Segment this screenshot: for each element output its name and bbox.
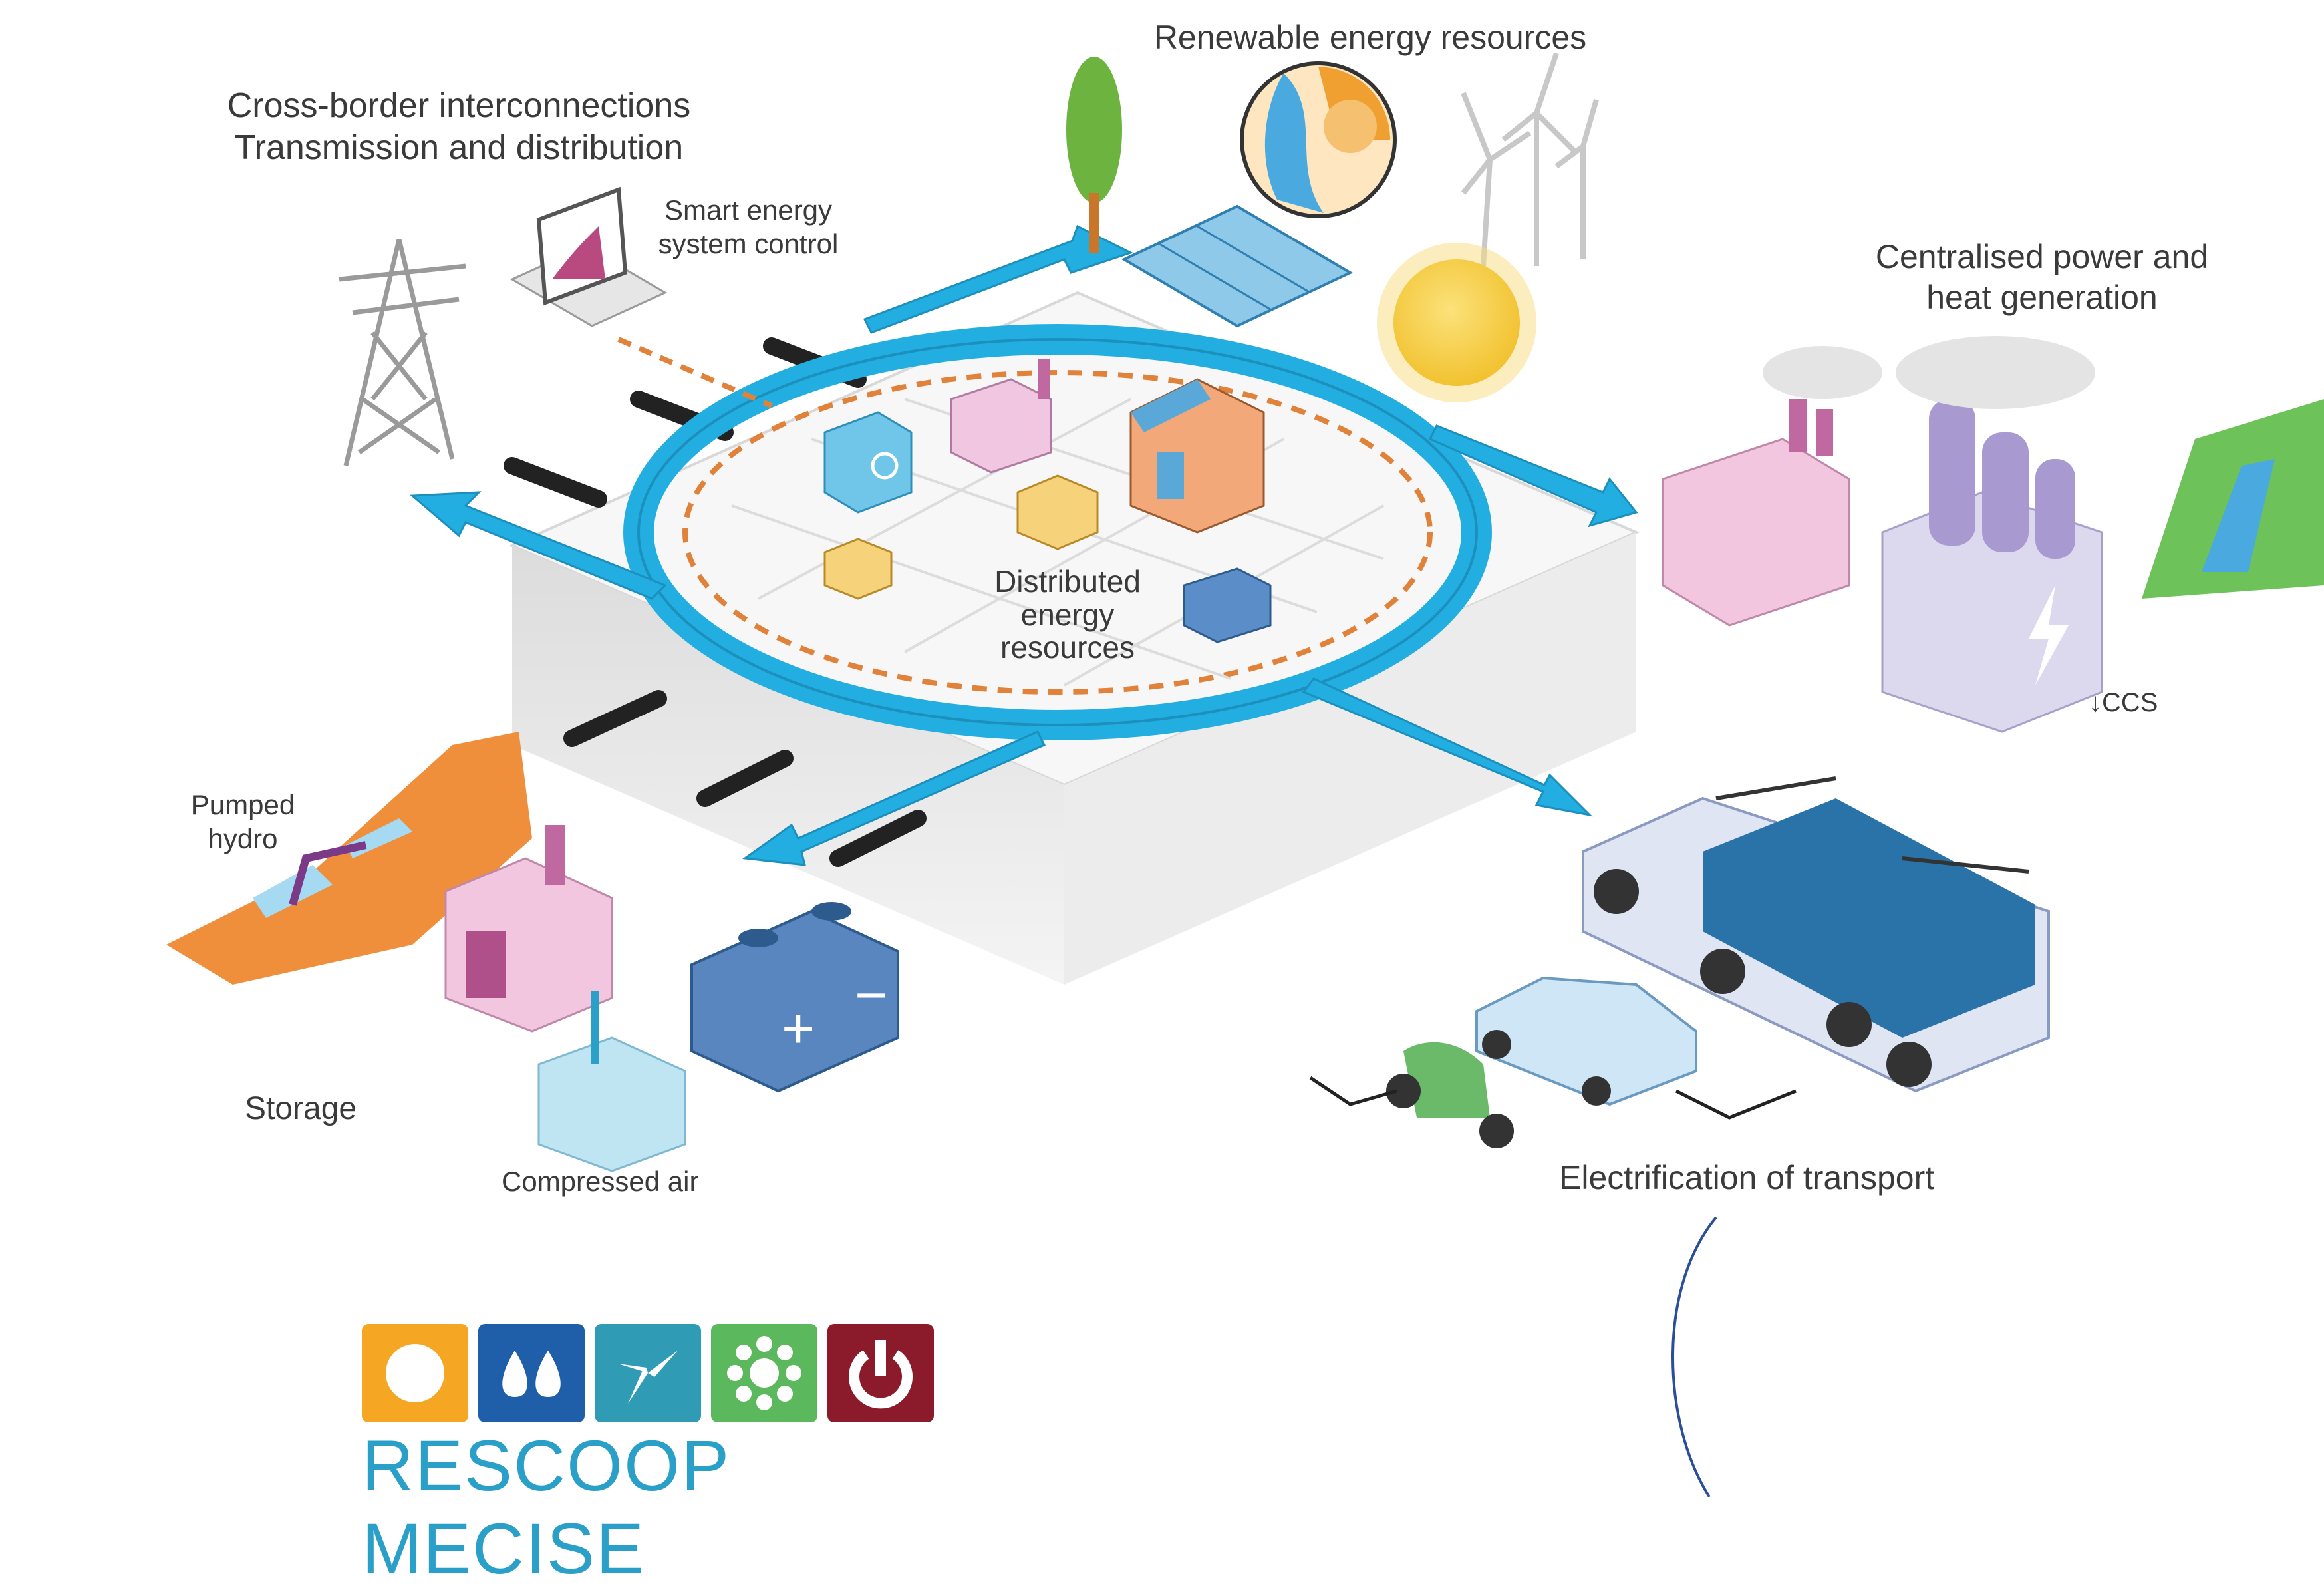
label-centralised-line2: heat generation (1926, 279, 2158, 316)
label-pumped-hydro: Pumped hydro (166, 788, 319, 856)
label-centralised: Centralised power and heat generation (1842, 237, 2242, 318)
rescoop-mecise-logo: RESCOOP MECISE (362, 1324, 934, 1589)
truck (1582, 776, 2050, 1093)
label-cross-border-line1: Cross-border interconnections (227, 86, 691, 125)
earth-globe (1240, 61, 1397, 218)
power-plant (1881, 336, 2103, 733)
logo-tile-power (827, 1324, 934, 1422)
tree (1066, 57, 1122, 253)
computer (509, 186, 668, 327)
distributed-buildings (823, 359, 1272, 643)
label-der-line1: Distributed (994, 564, 1141, 599)
battery: + − (690, 902, 899, 1093)
label-smart-line2: system control (658, 228, 839, 260)
label-distributed: Distributed energy resources (944, 565, 1191, 665)
logo-tile-biomass (711, 1324, 817, 1422)
decorative-arc (1671, 1216, 1717, 1497)
sun (1377, 243, 1536, 402)
label-ccs-text: CCS (2102, 688, 2158, 717)
label-transport: Electrification of transport (1559, 1159, 1935, 1196)
label-smart-control: Smart energy system control (639, 193, 858, 261)
logo-tile-wind (595, 1324, 701, 1422)
label-ccs: ↓CCS (2089, 688, 2158, 717)
svg-text:−: − (855, 963, 888, 1027)
control-signal-line (617, 337, 773, 408)
solar-panels (1121, 204, 1354, 328)
storage-building (444, 825, 613, 1033)
flow-arrows (410, 224, 1638, 866)
label-der-line2: energy (1020, 597, 1115, 632)
compressed-air-tank (537, 991, 686, 1172)
label-pumped-line2: hydro (208, 823, 278, 855)
label-cross-border: Cross-border interconnections Transmissi… (186, 85, 732, 170)
energy-system-diagram: + − Renewable energy resources Cross-bor… (166, 19, 2324, 1589)
label-cross-border-line2: Transmission and distribution (234, 128, 684, 168)
label-der-line3: resources (1000, 630, 1135, 665)
label-centralised-line1: Centralised power and (1875, 238, 2209, 275)
logo-wordmark: RESCOOP MECISE (362, 1425, 730, 1589)
logo-tile-sun (362, 1324, 468, 1422)
diagram-illustration: + − (166, 52, 2324, 1497)
label-pumped-line1: Pumped (190, 789, 295, 820)
label-smart-line1: Smart energy (664, 194, 833, 226)
label-storage: Storage (245, 1091, 357, 1126)
label-renewable: Renewable energy resources (1153, 19, 1587, 56)
transmission-tower (339, 239, 466, 466)
hydro-dam (2142, 399, 2324, 599)
logo-tile-water (478, 1324, 585, 1422)
car (1475, 976, 1797, 1120)
label-compressed-air: Compressed air (502, 1166, 699, 1197)
pumped-hydro (166, 732, 532, 985)
factory-small (1662, 346, 1882, 627)
svg-text:+: + (782, 997, 815, 1060)
energy-flow-ring (623, 324, 1492, 740)
wind-turbines (1461, 52, 1599, 267)
scooter (1309, 1042, 1514, 1148)
